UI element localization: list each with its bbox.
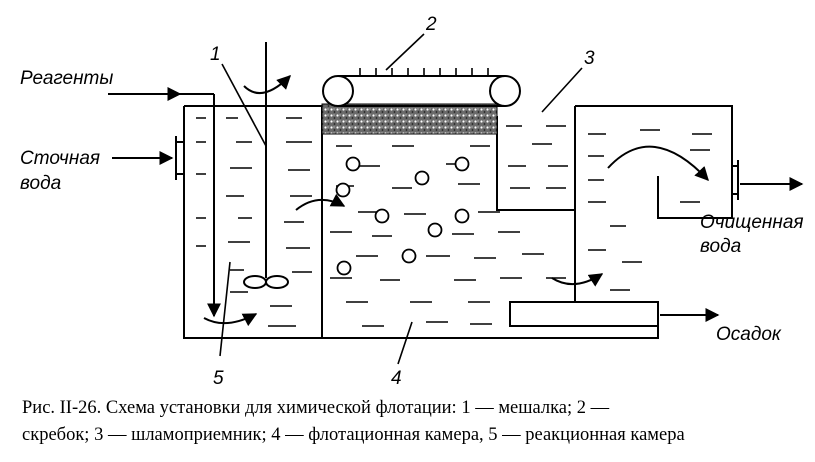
sediment-label: Осадок: [716, 324, 782, 345]
stirrer: [243, 42, 289, 289]
label-number-1: 1: [210, 44, 221, 65]
flow-arrows: [203, 75, 709, 327]
reagents-label: Реагенты: [20, 68, 113, 89]
flotation-diagram: 1 2 3 4 5 Реагенты Сточная вода Очищенна…: [20, 14, 804, 385]
label-number-2: 2: [425, 14, 437, 35]
air-bubbles: [335, 156, 470, 276]
purified-outlet-flange: [732, 160, 739, 200]
wastewater-label-line2: вода: [20, 173, 61, 194]
purified-water-chamber: [574, 105, 733, 219]
caption-line-2: скребок; 3 — шламоприемник; 4 — флотацио…: [22, 425, 685, 445]
reagent-pipe: [108, 93, 215, 306]
label-number-4: 4: [391, 368, 402, 385]
main-tank: [183, 105, 659, 339]
sludge-receiver: [496, 116, 576, 310]
purified-water-label-line2: вода: [700, 236, 741, 257]
sediment-collector: [509, 301, 659, 327]
foam-layer: [321, 103, 498, 135]
caption-line-1: Рис. II-26. Схема установки для химическ…: [22, 398, 610, 418]
wastewater-inlet-flange: [175, 136, 184, 180]
water-hatching: [196, 117, 712, 327]
leader-lines: [219, 33, 583, 365]
scraper: [322, 68, 521, 107]
label-number-3: 3: [584, 48, 595, 69]
figure-caption: Рис. II-26. Схема установки для химическ…: [22, 395, 802, 449]
label-number-5: 5: [213, 368, 224, 385]
purified-water-label-line1: Очищенная: [700, 212, 804, 233]
wastewater-label-line1: Сточная: [20, 148, 100, 169]
